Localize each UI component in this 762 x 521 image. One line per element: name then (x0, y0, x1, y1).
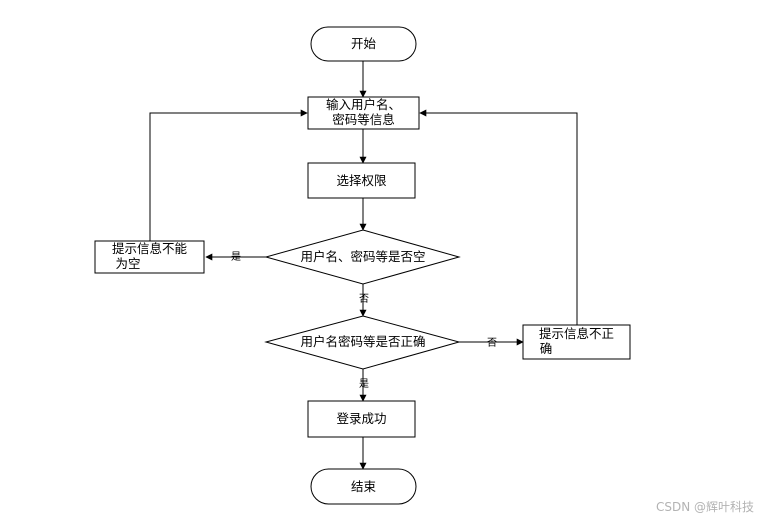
node-start-label: 开始 (351, 36, 377, 51)
node-check-valid-label: 用户名密码等是否正确 (300, 334, 425, 349)
node-check-valid: 用户名密码等是否正确 (264, 315, 461, 370)
edge-label-valid-no: 否 (487, 337, 497, 349)
node-invalid-prompt-line2: 确 (540, 341, 553, 356)
node-end-label: 结束 (351, 479, 377, 494)
node-input: 输入用户名、 密码等信息 (307, 96, 420, 130)
node-input-line2: 密码等信息 (332, 112, 395, 127)
node-start: 开始 (310, 26, 417, 62)
node-end: 结束 (310, 468, 417, 505)
edge-label-empty-yes: 是 (231, 251, 241, 263)
node-empty-prompt: 提示信息不能 为空 (94, 240, 205, 274)
edge-emptyprompt-loop (149, 109, 308, 241)
node-login-success-label: 登录成功 (336, 411, 386, 426)
node-invalid-prompt: 提示信息不正 确 (522, 324, 631, 360)
node-empty-prompt-line2: 为空 (115, 256, 140, 271)
node-select-role-label: 选择权限 (336, 173, 387, 188)
edge-label-empty-no: 否 (359, 293, 369, 305)
node-check-empty: 用户名、密码等是否空 (264, 229, 461, 285)
node-empty-prompt-line1: 提示信息不能 (112, 241, 188, 256)
node-select-role: 选择权限 (307, 162, 416, 199)
edge-invalidprompt-loop (419, 109, 578, 325)
watermark: CSDN @辉叶科技 (655, 500, 754, 514)
node-input-line1: 输入用户名、 (326, 97, 401, 112)
node-check-empty-label: 用户名、密码等是否空 (300, 249, 425, 264)
node-invalid-prompt-line1: 提示信息不正 (539, 326, 614, 341)
edge-label-valid-yes: 是 (359, 378, 369, 390)
node-login-success: 登录成功 (307, 400, 416, 438)
